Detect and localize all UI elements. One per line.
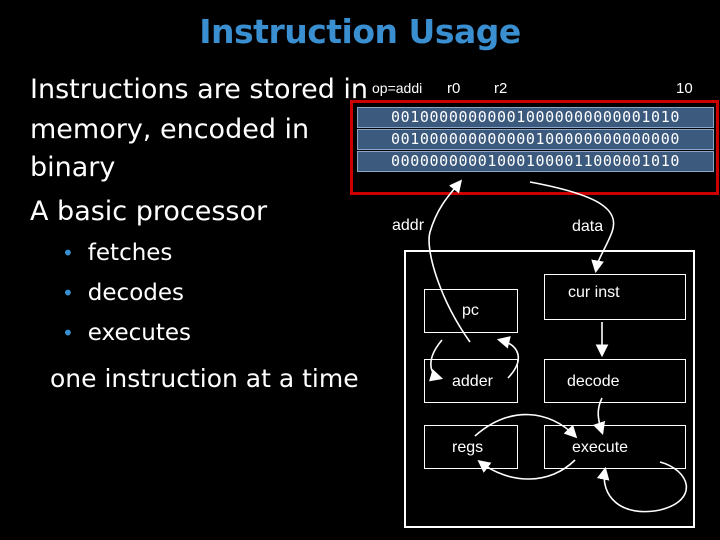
body-text-line-2: memory, encoded in	[30, 114, 310, 145]
field-label-op: op=addi	[372, 80, 423, 96]
addr-label: addr	[392, 217, 425, 234]
memory-to-curinst-arrow	[529, 181, 615, 274]
execute-to-regs-arrow	[477, 459, 576, 480]
pc-to-memory-arrow	[428, 179, 471, 343]
field-label-imm: 10	[676, 80, 693, 97]
bullet-label: executes	[87, 320, 191, 346]
body-text-line-3: binary	[30, 152, 116, 183]
body-text-line-1: Instructions are stored in	[30, 74, 369, 105]
regs-label: regs	[452, 439, 484, 456]
regs-box	[424, 425, 518, 469]
bullet-icon: •	[62, 281, 74, 305]
footer-text: one instruction at a time	[50, 364, 359, 393]
decode-label: decode	[567, 373, 620, 390]
body-text-line-4: A basic processor	[30, 196, 268, 227]
adder-label: adder	[452, 373, 493, 390]
bullet-item: • executes	[62, 320, 191, 346]
page-title: Instruction Usage	[199, 12, 521, 51]
bullet-label: decodes	[87, 280, 184, 306]
data-label: data	[572, 218, 604, 235]
memory-row: 001000000000000100000000000000	[357, 129, 714, 150]
execute-box	[544, 425, 686, 469]
decode-to-execute-arrow	[592, 397, 606, 436]
processor-box	[404, 250, 695, 528]
adder-to-pc-arrow	[496, 336, 520, 379]
memory-row: 000000000010001000011000001010	[357, 151, 714, 172]
bullet-item: • decodes	[62, 280, 184, 306]
pc-to-adder-arrow	[428, 339, 444, 382]
bullet-item: • fetches	[62, 240, 172, 266]
field-label-r2: r2	[494, 80, 508, 97]
pc-label: pc	[462, 302, 479, 319]
memory-row: 001000000000010000000000001010	[357, 107, 714, 128]
regs-to-execute-arrow	[474, 413, 578, 439]
adder-box	[424, 359, 518, 403]
decode-box	[544, 359, 686, 403]
memory-block: 001000000000010000000000001010 001000000…	[350, 100, 719, 195]
execute-feedback-arrow	[596, 461, 688, 513]
pc-box	[424, 289, 518, 333]
field-label-r0: r0	[447, 80, 461, 97]
cur-inst-box	[544, 274, 686, 320]
bullet-icon: •	[62, 321, 74, 345]
bullet-label: fetches	[87, 240, 173, 266]
bullet-icon: •	[62, 241, 74, 265]
execute-label: execute	[572, 439, 629, 456]
cur-inst-label: cur inst	[568, 284, 620, 301]
